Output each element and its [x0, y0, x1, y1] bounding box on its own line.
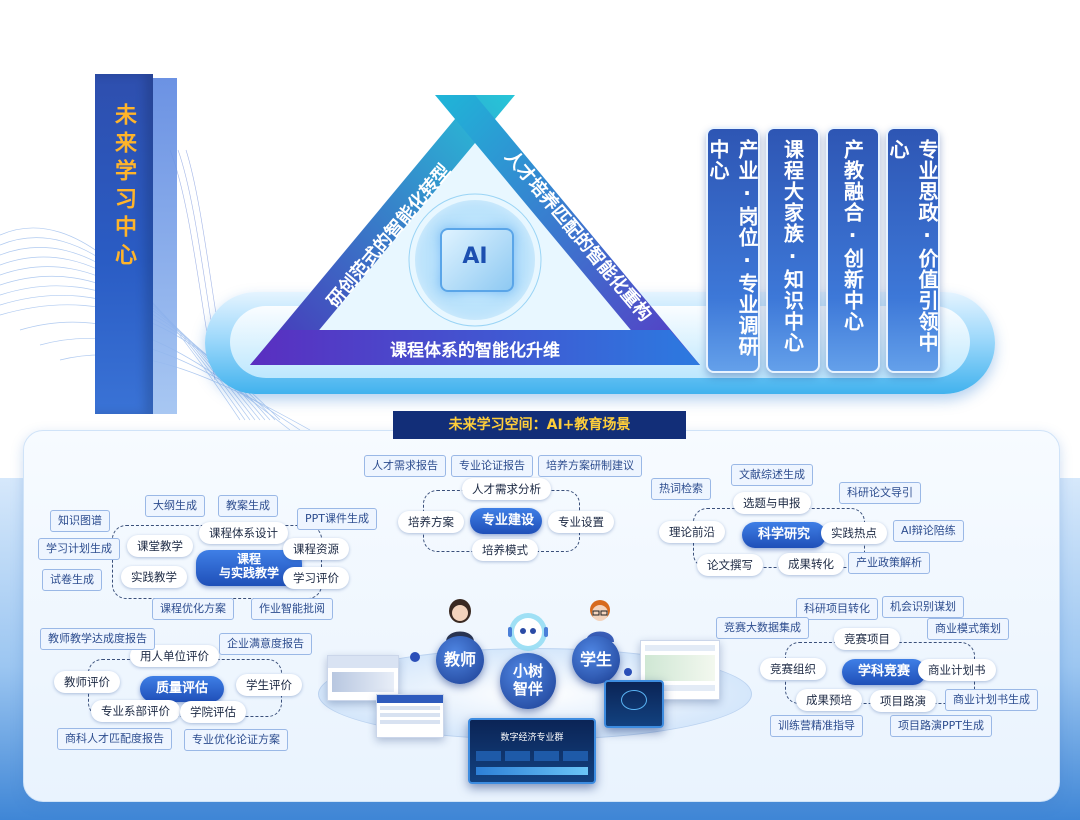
- partner-role-line2: 智伴: [512, 680, 543, 698]
- course-node[interactable]: 学习评价: [283, 567, 349, 589]
- student-role[interactable]: 学生: [572, 636, 620, 684]
- quality-tag[interactable]: 企业满意度报告: [219, 633, 312, 655]
- course-hub-line2: 与实践教学: [218, 566, 279, 580]
- quality-tag[interactable]: 商科人才匹配度报告: [57, 728, 172, 750]
- center-card-industry[interactable]: 产业·岗位·专业调研中心: [706, 127, 760, 373]
- course-node[interactable]: 课程体系设计: [199, 522, 288, 544]
- quality-node[interactable]: 专业系部评价: [91, 700, 180, 722]
- course-node[interactable]: 实践教学: [121, 566, 187, 588]
- main-dashboard-screen[interactable]: 数字经济专业群: [468, 718, 596, 784]
- competition-tag[interactable]: 竞赛大数据集成: [716, 617, 809, 639]
- partner-avatar: [508, 613, 548, 651]
- major-tag[interactable]: 专业论证报告: [451, 455, 533, 477]
- major-hub[interactable]: 专业建设: [470, 508, 542, 534]
- quality-node[interactable]: 用人单位评价: [130, 645, 219, 667]
- course-node[interactable]: 课堂教学: [127, 535, 193, 557]
- research-node[interactable]: 成果转化: [778, 553, 844, 575]
- major-node[interactable]: 培养模式: [472, 539, 538, 561]
- course-tag[interactable]: PPT课件生成: [297, 508, 377, 530]
- triangle-base-label: 课程体系的智能化升维: [390, 341, 560, 361]
- research-hub[interactable]: 科学研究: [742, 522, 826, 548]
- competition-tag[interactable]: 商业计划书生成: [945, 689, 1038, 711]
- research-tag[interactable]: AI辩论陪练: [893, 520, 964, 542]
- quality-hub[interactable]: 质量评估: [140, 676, 224, 702]
- competition-tag[interactable]: 项目路演PPT生成: [890, 715, 992, 737]
- center-card-innovation[interactable]: 产教融合·创新中心: [826, 127, 880, 373]
- quality-node[interactable]: 教师评价: [54, 671, 120, 693]
- center-card-course[interactable]: 课程大家族·知识中心: [766, 127, 820, 373]
- decor-dot: [624, 668, 632, 676]
- quality-tag[interactable]: 专业优化论证方案: [184, 729, 288, 751]
- quality-tag[interactable]: 教师教学达成度报告: [40, 628, 155, 650]
- center-card-label: 产业·岗位·专业调研中心: [706, 139, 759, 357]
- course-node[interactable]: 课程资源: [283, 538, 349, 560]
- major-tag[interactable]: 人才需求报告: [364, 455, 446, 477]
- center-card-label: 课程大家族·知识中心: [780, 139, 805, 353]
- quality-node[interactable]: 学生评价: [236, 674, 302, 696]
- partner-role[interactable]: 小树 智伴: [500, 653, 556, 709]
- competition-hub[interactable]: 学科竞赛: [842, 659, 926, 685]
- center-card-ideology[interactable]: 专业思政·价值引领中心: [886, 127, 940, 373]
- competition-tag[interactable]: 机会识别谋划: [882, 596, 964, 618]
- research-node[interactable]: 选题与申报: [733, 492, 811, 514]
- major-node[interactable]: 专业设置: [548, 511, 614, 533]
- research-node[interactable]: 论文撰写: [697, 554, 763, 576]
- course-tag[interactable]: 作业智能批阅: [251, 598, 333, 620]
- vertical-banner: [95, 74, 153, 414]
- dashboard-title: 数字经济专业群: [500, 733, 564, 743]
- major-node[interactable]: 培养方案: [398, 511, 464, 533]
- research-tag[interactable]: 文献综述生成: [731, 464, 813, 486]
- competition-tag[interactable]: 商业模式策划: [927, 618, 1009, 640]
- course-tag[interactable]: 试卷生成: [42, 569, 102, 591]
- major-tag[interactable]: 培养方案研制建议: [538, 455, 642, 477]
- quality-node[interactable]: 学院评估: [180, 701, 246, 723]
- teacher-role[interactable]: 教师: [436, 636, 484, 684]
- course-tag[interactable]: 知识图谱: [50, 510, 110, 532]
- course-tag[interactable]: 学习计划生成: [38, 538, 120, 560]
- student-avatar: [586, 600, 614, 642]
- course-tag[interactable]: 大纲生成: [145, 495, 205, 517]
- screen-thumbnail-left-bottom: [376, 694, 444, 738]
- center-card-label: 专业思政·价值引领中心: [886, 139, 939, 353]
- course-tag[interactable]: 教案生成: [218, 495, 278, 517]
- competition-node[interactable]: 商业计划书: [918, 659, 996, 681]
- major-node[interactable]: 人才需求分析: [462, 478, 551, 500]
- course-hub-line1: 课程: [236, 552, 261, 566]
- scene-title: 未来学习空间：AI+教育场景: [393, 411, 686, 439]
- course-tag[interactable]: 课程优化方案: [152, 598, 234, 620]
- screen-thumbnail-left-top: [327, 655, 399, 701]
- ai-cube-icon: [440, 228, 514, 292]
- banner-title: 未来学习中心: [111, 103, 136, 271]
- research-tag[interactable]: 科研论文导引: [839, 482, 921, 504]
- screen-thumbnail-right-bottom: [604, 680, 664, 728]
- research-tag[interactable]: 热词检索: [651, 478, 711, 500]
- decor-dot: [410, 652, 420, 662]
- competition-node[interactable]: 竞赛项目: [834, 628, 900, 650]
- center-card-label: 产教融合·创新中心: [840, 139, 865, 332]
- competition-tag[interactable]: 训练营精准指导: [770, 715, 863, 737]
- ai-cube-label: AI: [462, 244, 488, 269]
- research-node[interactable]: 理论前沿: [659, 521, 725, 543]
- partner-role-line1: 小树: [512, 662, 543, 680]
- competition-tag[interactable]: 科研项目转化: [796, 598, 878, 620]
- competition-node[interactable]: 项目路演: [870, 690, 936, 712]
- competition-node[interactable]: 竞赛组织: [760, 658, 826, 680]
- research-tag[interactable]: 产业政策解析: [848, 552, 930, 574]
- banner-side: [153, 78, 177, 414]
- research-node[interactable]: 实践热点: [821, 522, 887, 544]
- competition-node[interactable]: 成果预培: [796, 689, 862, 711]
